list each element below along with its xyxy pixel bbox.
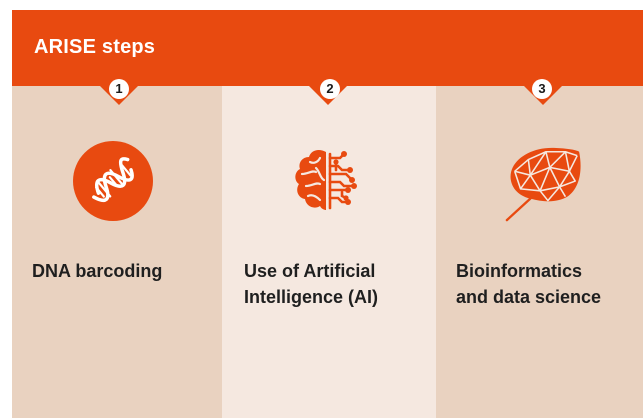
step-column-3 (436, 85, 643, 418)
step-label-1: DNA barcoding (32, 261, 163, 281)
dna-icon (72, 140, 154, 222)
step-number-1: 1 (109, 79, 129, 99)
step-number-3: 3 (532, 79, 552, 99)
step-column-1 (12, 85, 222, 418)
header-title: ARISE steps (34, 36, 156, 58)
header-banner: ARISE steps (12, 10, 643, 86)
step-label-2: Use of Artificial Intelligence (AI) (244, 261, 379, 307)
step-number-2: 2 (320, 79, 340, 99)
step-column-2 (222, 85, 436, 418)
brain-circuit-icon (286, 140, 370, 222)
network-leaf-icon (500, 142, 586, 224)
step-label-3: Bioinformatics and data science (456, 261, 602, 307)
